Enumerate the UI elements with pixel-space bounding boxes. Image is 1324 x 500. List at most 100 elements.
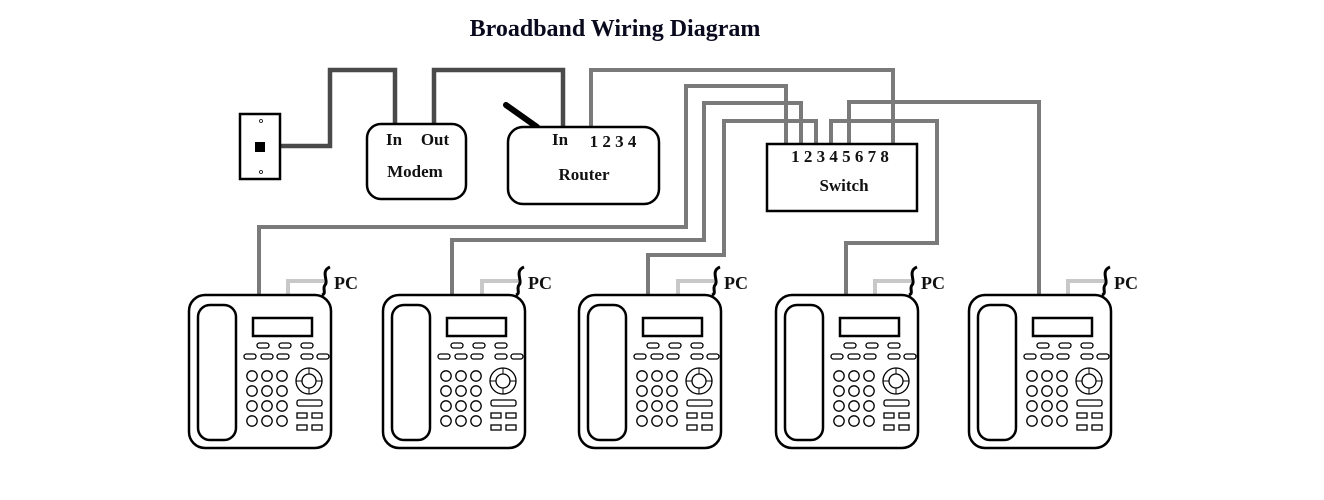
line-key [505,424,517,431]
keypad-button [246,385,258,397]
phone-handset [976,303,1018,442]
wire-switch-phone-2 [450,101,803,296]
soft-key [646,342,660,349]
function-key [470,353,484,360]
keypad-button [833,370,845,382]
line-key [1091,412,1103,419]
keypad-button [848,370,860,382]
keypad-button [261,370,273,382]
nav-center-button [301,373,317,389]
function-key [1096,353,1110,360]
keypad-button [1056,415,1068,427]
keypad-button [666,400,678,412]
keypad-button [470,385,482,397]
keypad-button [1026,385,1038,397]
line-key [311,424,323,431]
pc-label: PC [921,273,945,293]
pc-cable [480,279,518,297]
keypad-button [276,400,288,412]
function-key [903,353,917,360]
phone-display [1031,316,1094,338]
line-key [701,412,713,419]
line-key [1076,424,1088,431]
keypad-button [833,415,845,427]
function-key [650,353,664,360]
keypad-button [1026,400,1038,412]
jack-port [255,142,265,152]
pc-cable [286,279,324,297]
keypad-button [261,415,273,427]
phone-display [838,316,901,338]
modem: In Out Modem [365,122,468,201]
keypad-button [440,370,452,382]
ip-phone: PC [381,265,552,450]
keypad-button [276,370,288,382]
speaker-key [490,399,517,407]
nav-center-button [1081,373,1097,389]
pc-label: PC [528,273,552,293]
cable-break-icon [321,265,331,297]
line-key [490,412,502,419]
keypad-button [1041,415,1053,427]
ip-phone: PC [774,265,945,450]
keypad-button [246,370,258,382]
keypad-button [276,385,288,397]
pc-cable [1066,279,1104,297]
wire-router-to-switch [589,68,895,146]
keypad-button [470,370,482,382]
plate-screw [259,119,263,123]
keypad-button [246,400,258,412]
keypad-button [636,400,648,412]
keypad-button [636,370,648,382]
function-key [437,353,451,360]
wire-switch-phone-4 [829,119,939,296]
keypad-button [863,400,875,412]
keypad-button [651,385,663,397]
ip-phone: PC [967,265,1138,450]
line-key [311,412,323,419]
wire-switch-phone-3 [646,119,818,296]
router: In 1 2 3 4 Router [503,102,661,206]
soft-key [494,342,508,349]
function-key [863,353,877,360]
line-key [701,424,713,431]
function-key [1023,353,1037,360]
nav-center-button [691,373,707,389]
wire-switch-phone-1 [257,84,788,296]
line-key [883,424,895,431]
modem-body [365,122,468,201]
soft-key [300,342,314,349]
phone-handset [390,303,432,442]
keypad-button [651,415,663,427]
function-key [666,353,680,360]
function-key [243,353,257,360]
pc-label: PC [724,273,748,293]
keypad-button [455,385,467,397]
wire-jack-to-modem [262,67,398,149]
keypad-button [470,415,482,427]
keypad-button [1026,415,1038,427]
function-key [510,353,524,360]
keypad-button [1026,370,1038,382]
keypad-button [848,385,860,397]
switch-label: Switch [819,176,869,195]
keypad-button [246,415,258,427]
line-key [1076,412,1088,419]
nav-center-button [888,373,904,389]
phone-display [445,316,508,338]
keypad-button [455,370,467,382]
keypad-button [276,415,288,427]
keypad-button [651,400,663,412]
speaker-key [296,399,323,407]
line-key [296,424,308,431]
keypad-button [440,415,452,427]
modem-port-in: In [386,130,403,149]
router-port-in: In [552,130,569,149]
phone-handset [586,303,628,442]
router-label: Router [559,165,610,184]
keypad-button [1041,400,1053,412]
function-key [316,353,330,360]
soft-key [1058,342,1072,349]
phone-display [251,316,314,338]
